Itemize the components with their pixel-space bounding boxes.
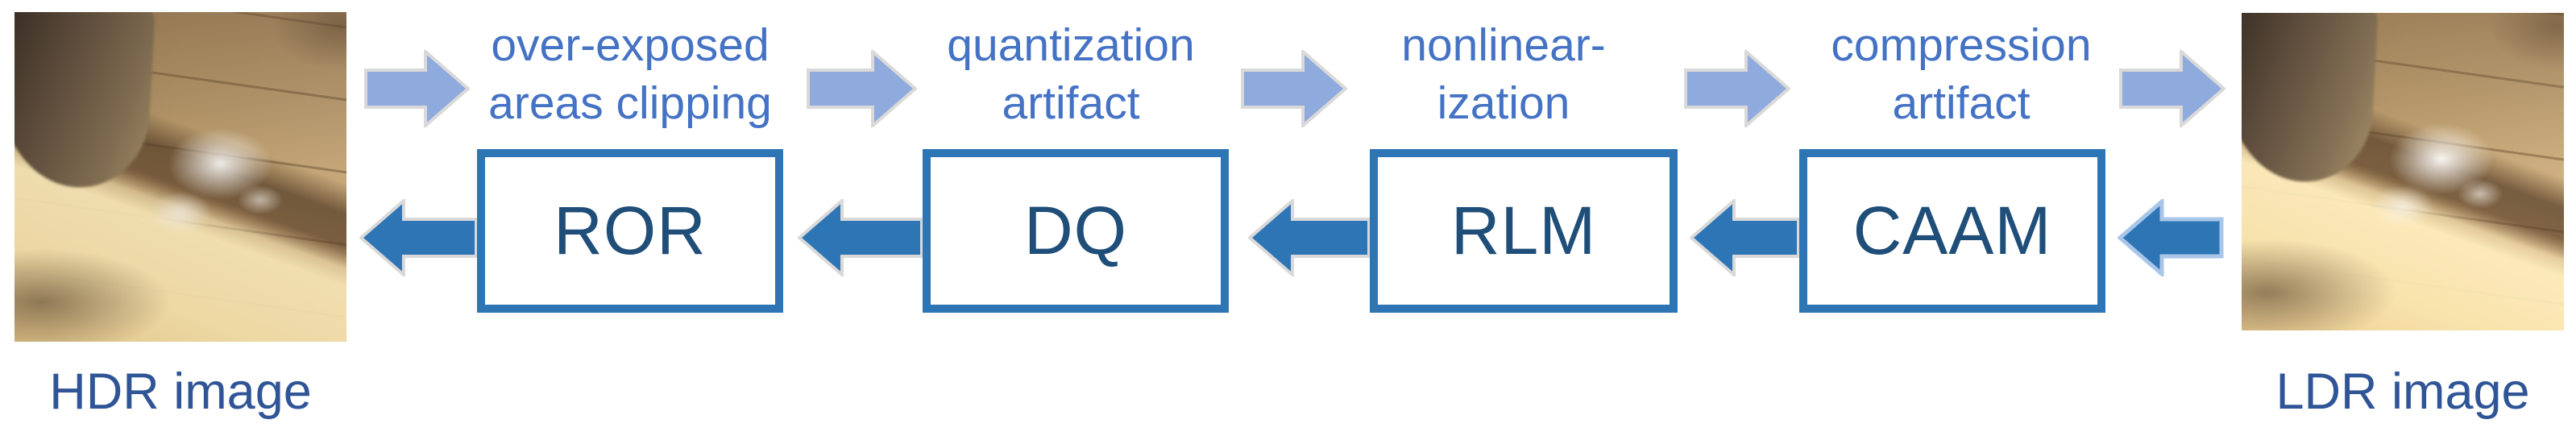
step-label-line2: artifact: [1002, 77, 1140, 129]
inverse-left-arrow-icon-3: [1248, 199, 1371, 276]
step-label-line1: quantization: [947, 19, 1195, 71]
module-box-dq: DQ: [923, 149, 1229, 313]
step-label-quantization-artifact: quantization artifact: [910, 16, 1232, 132]
step-label-overexposed-clipping: over-exposed areas clipping: [469, 16, 791, 132]
inverse-left-arrow-icon-5: [2118, 199, 2224, 276]
ldr-image-label: LDR image: [2275, 363, 2530, 420]
module-box-label: CAAM: [1852, 193, 2052, 268]
photo-dark-object: [2242, 13, 2379, 185]
module-box-label: DQ: [1024, 193, 1127, 268]
forward-right-arrow-icon-3: [1241, 50, 1347, 127]
module-box-rlm: RLM: [1370, 149, 1678, 313]
step-label-nonlinearization: nonlinear- ization: [1342, 16, 1665, 132]
forward-right-arrow-icon-2: [807, 50, 917, 127]
module-box-caam: CAAM: [1799, 149, 2105, 313]
inverse-left-arrow-icon-1: [359, 199, 478, 276]
module-box-ror: ROR: [477, 149, 783, 313]
step-label-line2: areas clipping: [488, 77, 772, 129]
hdr-image-label: HDR image: [49, 363, 312, 420]
step-label-line1: over-exposed: [491, 19, 769, 71]
forward-right-arrow-icon-4: [1684, 50, 1790, 127]
step-label-line1: nonlinear-: [1401, 19, 1606, 71]
inverse-left-arrow-icon-4: [1690, 199, 1800, 276]
step-label-line1: compression: [1831, 19, 2092, 71]
photo-dark-object: [15, 12, 156, 191]
ldr-image-thumbnail: [2242, 13, 2564, 330]
hdr-image-thumbnail: [15, 12, 346, 342]
inverse-left-arrow-icon-2: [798, 199, 923, 276]
step-label-line2: artifact: [1892, 77, 2031, 129]
forward-right-arrow-icon-5: [2119, 50, 2225, 127]
module-box-label: ROR: [554, 193, 707, 268]
forward-right-arrow-icon-1: [364, 50, 470, 127]
module-box-label: RLM: [1450, 193, 1597, 268]
step-label-compression-artifact: compression artifact: [1800, 16, 2122, 132]
step-label-line2: ization: [1437, 77, 1570, 129]
